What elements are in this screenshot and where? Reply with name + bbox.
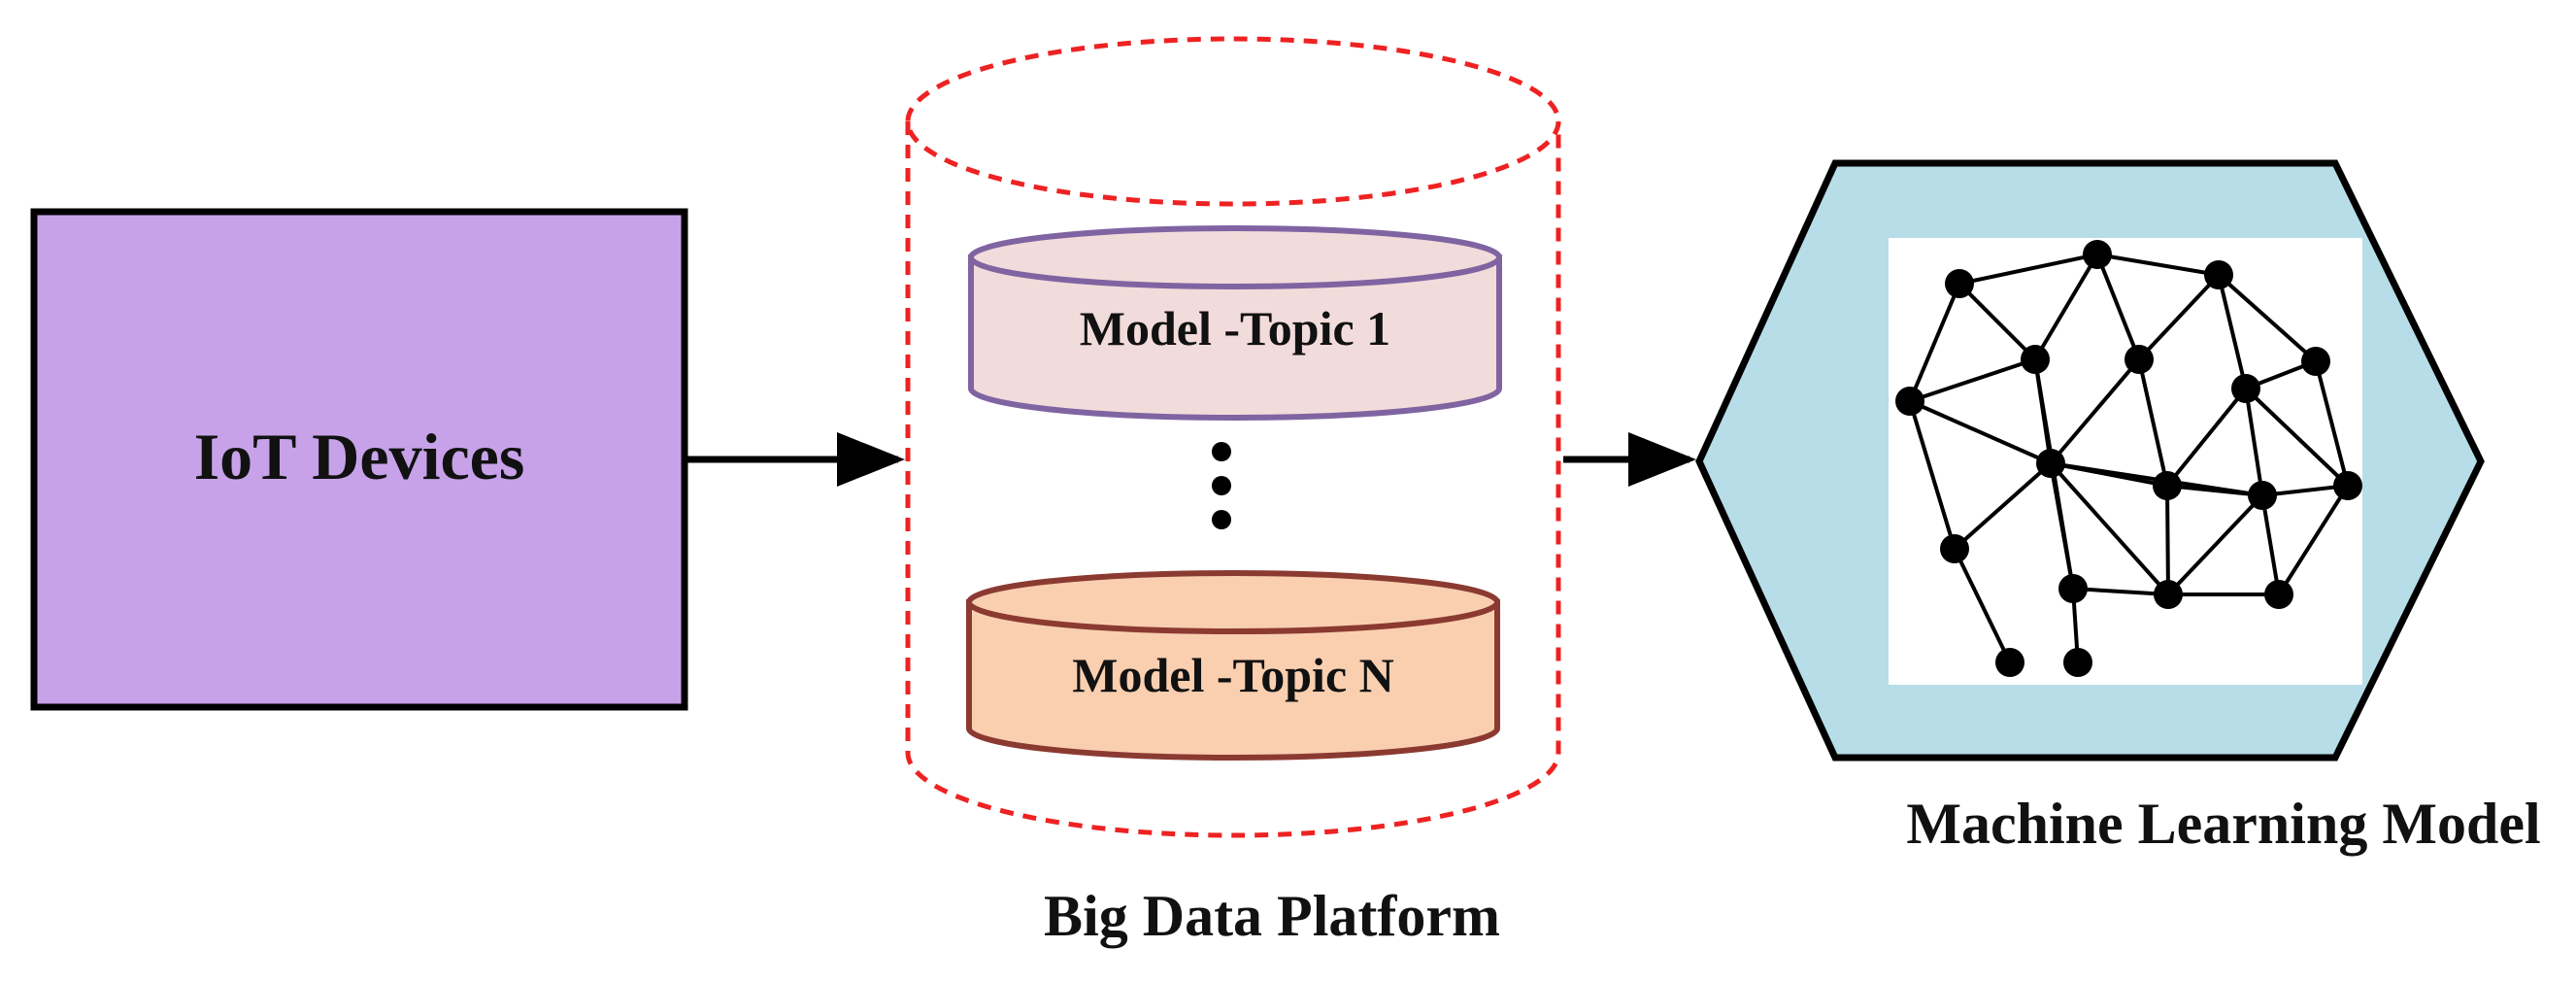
network-edge: [1953, 461, 2053, 551]
network-node: [2153, 471, 2182, 500]
network-edge: [2137, 273, 2221, 361]
network-node: [2248, 481, 2277, 510]
network-edge: [2033, 253, 2099, 361]
network-node: [2301, 347, 2330, 376]
network-edge: [2049, 357, 2141, 465]
network-edge: [2049, 461, 2170, 596]
network-node: [2036, 449, 2065, 478]
ml-model-caption: Machine Learning Model: [1906, 792, 2540, 856]
topic-cylinder-1: Model -Topic 1: [968, 225, 1502, 421]
topic-1-body: [968, 254, 1502, 421]
network-edge: [2217, 273, 2318, 363]
brain-network-icon: [1895, 240, 2362, 677]
network-node: [2058, 574, 2088, 603]
iot-devices-box: [30, 208, 688, 711]
network-edge: [2260, 494, 2281, 595]
brain-network-background: [1889, 238, 2362, 685]
topic-n-body: [966, 599, 1500, 761]
topic-1-label: Model -Topic 1: [1080, 301, 1390, 356]
network-node: [2231, 374, 2260, 403]
network-edge: [2244, 388, 2264, 496]
big-data-platform-caption: Big Data Platform: [1044, 884, 1500, 948]
network-edge: [2137, 358, 2169, 487]
network-edge: [1909, 357, 2036, 403]
network-edge: [2314, 360, 2350, 487]
network-edge: [2095, 254, 2141, 360]
topic-cylinder-n: Model -Topic N: [966, 570, 1500, 761]
network-node: [2063, 648, 2092, 677]
iot-devices-label: IoT Devices: [194, 420, 525, 493]
big-data-platform: Model -Topic 1 Model -Topic N Big Data P…: [905, 36, 1561, 948]
network-node: [2204, 260, 2233, 289]
network-edge: [2049, 462, 2075, 590]
network-node: [1895, 387, 1924, 416]
platform-cylinder-body: [905, 121, 1561, 838]
topic-n-top: [966, 570, 1500, 634]
network-edge: [1909, 399, 2052, 465]
network-node: [1995, 648, 2024, 677]
network-edge: [2165, 485, 2170, 595]
network-node: [2333, 471, 2362, 500]
network-edge: [1908, 400, 1957, 550]
network-node: [2154, 580, 2183, 609]
network-node: [2124, 345, 2154, 374]
network-edge: [1953, 548, 2012, 663]
network-edge: [2166, 493, 2264, 596]
network-node: [2264, 580, 2293, 609]
network-edge: [2217, 274, 2248, 389]
network-edge: [2072, 587, 2169, 596]
ellipsis-dots-icon: [1212, 442, 1231, 529]
network-edge: [2277, 484, 2350, 596]
network-edge: [2244, 387, 2350, 488]
network-edge: [1958, 253, 2098, 286]
network-node: [2021, 345, 2050, 374]
topic-1-top: [968, 225, 1502, 289]
network-edge: [1957, 282, 2037, 361]
topic-n-label: Model -Topic N: [1072, 648, 1394, 702]
network-node: [1945, 269, 1974, 298]
network-edge: [1908, 283, 1961, 402]
machine-learning-model: Machine Learning Model: [1695, 159, 2541, 856]
iot-devices-block: IoT Devices: [30, 208, 688, 711]
network-node: [2083, 240, 2112, 269]
network-edge: [2165, 387, 2248, 488]
platform-cylinder-top: [905, 36, 1561, 207]
network-node: [1940, 534, 1969, 563]
network-edge: [2096, 253, 2220, 277]
